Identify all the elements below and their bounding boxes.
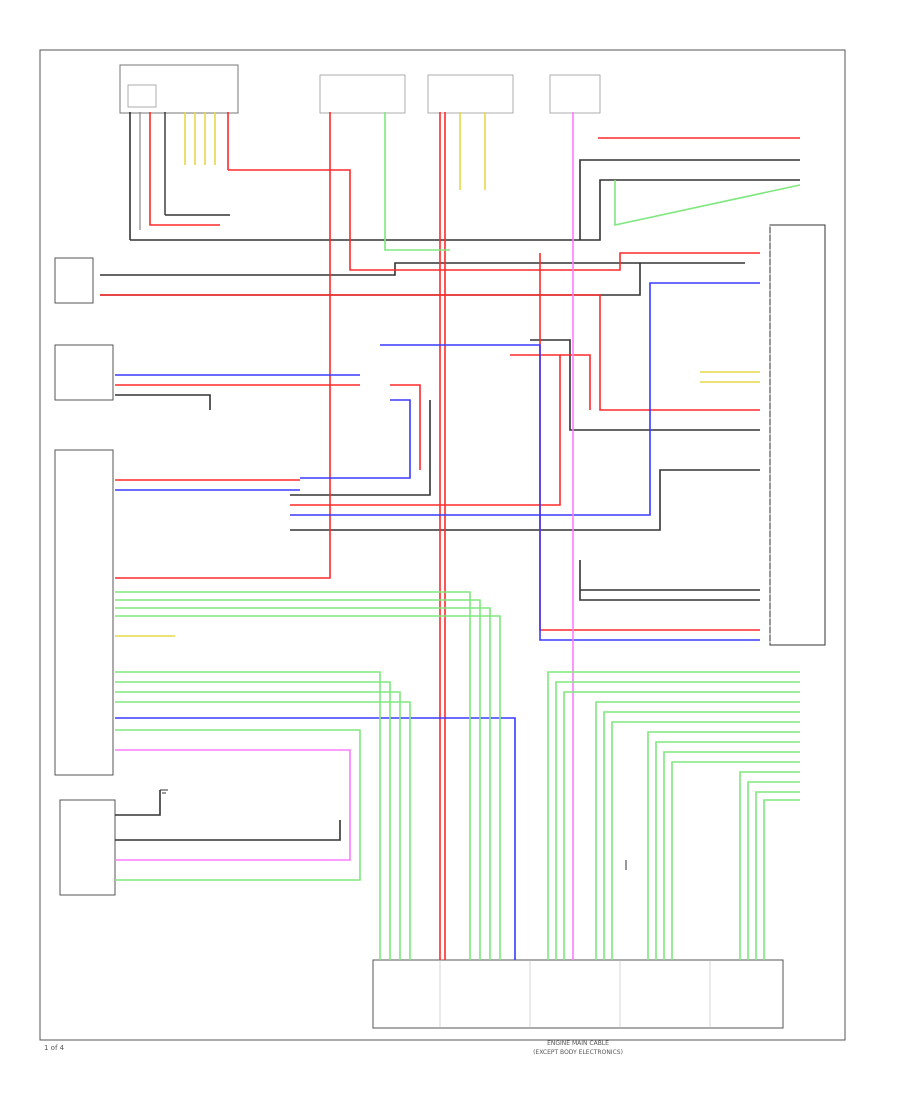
wires-black — [100, 159, 800, 841]
wires-yellow — [115, 112, 760, 637]
left-modules — [54, 257, 116, 896]
bottom-connector — [372, 959, 784, 1029]
diagram-frame — [39, 49, 846, 1041]
bottom-module-name: ENGINE MAIN CABLE — [547, 1040, 609, 1047]
right-module — [769, 224, 826, 646]
wires-green — [115, 112, 801, 960]
bottom-module-subtitle: (EXCEPT BODY ELECTRONICS) — [533, 1049, 623, 1056]
page-number: 1 of 4 — [44, 1044, 65, 1052]
ground-symbols — [160, 789, 627, 870]
top-left-connector — [119, 64, 239, 240]
wires-pink — [115, 112, 574, 960]
top-center-modules — [319, 74, 601, 114]
wires-blue — [115, 282, 760, 960]
